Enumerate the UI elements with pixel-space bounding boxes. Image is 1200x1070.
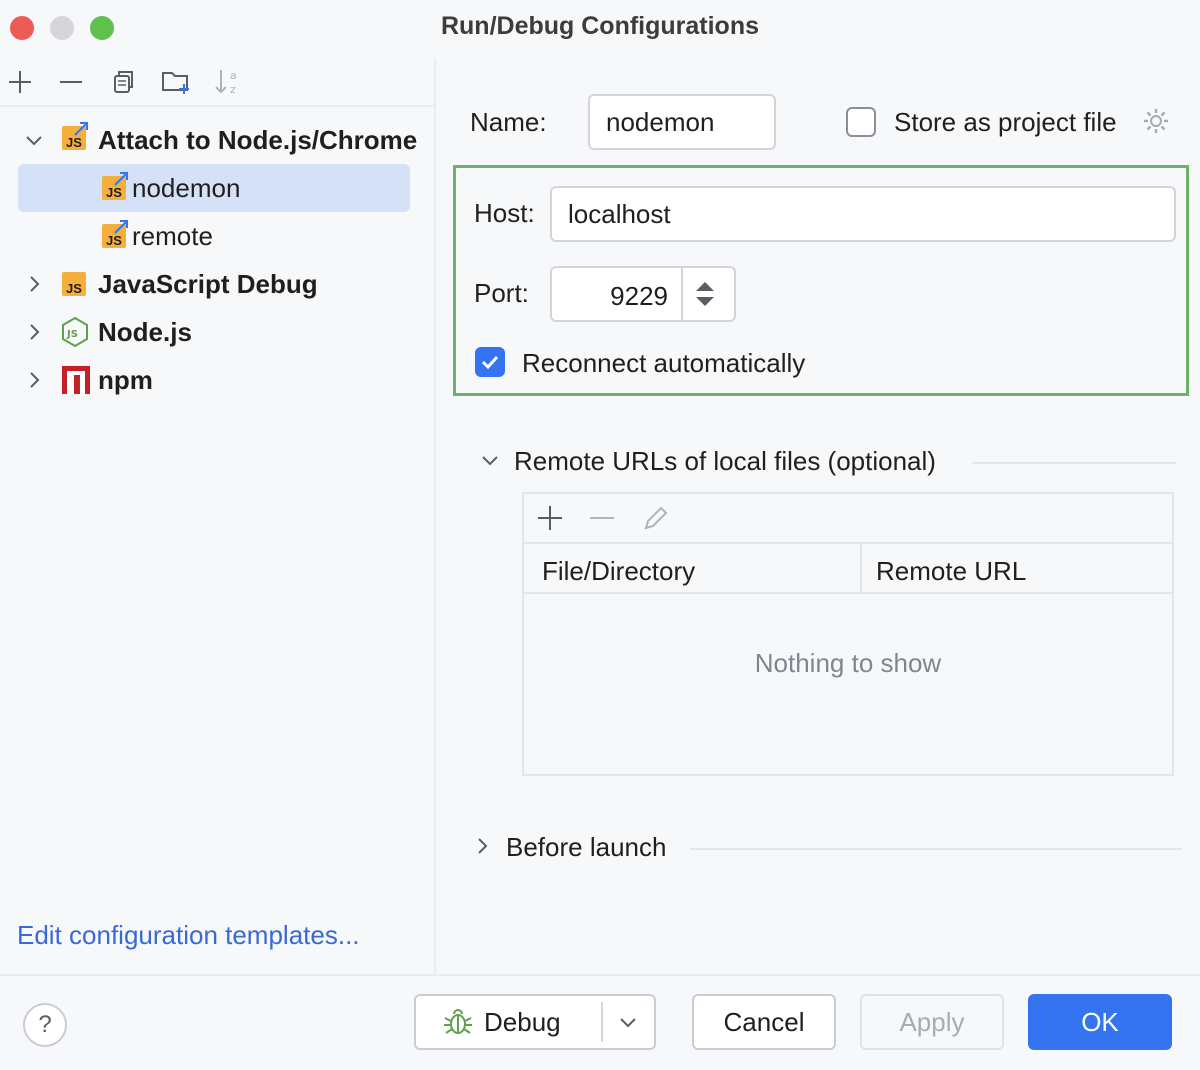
store-label: Store as project file bbox=[894, 107, 1117, 137]
copy-icon[interactable] bbox=[108, 66, 140, 98]
svg-text:JS: JS bbox=[66, 329, 78, 340]
stepper-arrows-icon[interactable] bbox=[692, 280, 718, 315]
chevron-right-icon[interactable] bbox=[22, 272, 46, 296]
tree-group-label: Node.js bbox=[98, 317, 192, 347]
section-separator bbox=[690, 848, 1182, 850]
tree-group-npm[interactable]: npm bbox=[18, 356, 410, 404]
nodejs-icon: JS bbox=[60, 316, 90, 353]
port-stepper[interactable]: 9229 bbox=[550, 266, 736, 322]
npm-icon bbox=[62, 366, 90, 399]
js-attach-icon: JS bbox=[62, 122, 88, 150]
svg-text:a: a bbox=[230, 69, 237, 82]
toolbar-divider bbox=[0, 105, 434, 107]
port-label: Port: bbox=[474, 278, 529, 308]
remove-icon[interactable] bbox=[586, 502, 618, 539]
before-launch-section-title[interactable]: Before launch bbox=[506, 832, 667, 862]
name-value: nodemon bbox=[606, 107, 715, 137]
tree-group-javascript-debug[interactable]: JS JavaScript Debug bbox=[18, 260, 410, 308]
tree-group-label: Attach to Node.js/Chrome bbox=[98, 125, 418, 155]
tree-group-label: npm bbox=[98, 365, 153, 395]
title-bar: Run/Debug Configurations bbox=[0, 0, 1200, 58]
edit-icon[interactable] bbox=[640, 502, 672, 539]
chevron-right-icon[interactable] bbox=[470, 834, 494, 863]
section-separator bbox=[972, 462, 1176, 464]
close-window-button[interactable] bbox=[10, 16, 34, 40]
name-field[interactable]: nodemon bbox=[588, 94, 776, 150]
chevron-down-icon[interactable] bbox=[616, 1010, 640, 1041]
window-title: Run/Debug Configurations bbox=[440, 12, 760, 40]
store-as-project-file-checkbox[interactable] bbox=[846, 107, 876, 137]
column-header-remote-url[interactable]: Remote URL bbox=[876, 556, 1027, 586]
apply-button[interactable]: Apply bbox=[860, 994, 1004, 1050]
add-icon[interactable] bbox=[534, 502, 566, 539]
minimize-window-button[interactable] bbox=[50, 16, 74, 40]
configuration-tree: JS Attach to Node.js/Chrome JS nodemon J… bbox=[0, 116, 434, 406]
js-icon: JS bbox=[62, 272, 86, 296]
help-button[interactable]: ? bbox=[23, 1003, 67, 1047]
empty-state-text: Nothing to show bbox=[754, 648, 942, 678]
tree-item-remote[interactable]: JS remote bbox=[18, 212, 410, 260]
stepper-divider bbox=[681, 268, 683, 320]
host-field[interactable]: localhost bbox=[550, 186, 1176, 242]
chevron-down-icon[interactable] bbox=[22, 128, 46, 152]
add-icon[interactable] bbox=[4, 66, 36, 98]
tree-item-label: nodemon bbox=[132, 173, 241, 203]
remove-icon[interactable] bbox=[55, 66, 87, 98]
remote-urls-section-title[interactable]: Remote URLs of local files (optional) bbox=[514, 446, 936, 476]
host-value: localhost bbox=[568, 199, 671, 229]
chevron-right-icon[interactable] bbox=[22, 320, 46, 344]
tree-group-label: JavaScript Debug bbox=[98, 269, 318, 299]
port-value: 9229 bbox=[610, 281, 668, 311]
table-toolbar-divider bbox=[524, 542, 1172, 544]
panel-divider bbox=[434, 58, 436, 974]
gear-icon[interactable] bbox=[1141, 106, 1171, 141]
column-divider bbox=[860, 544, 862, 592]
ok-button[interactable]: OK bbox=[1028, 994, 1172, 1050]
tree-item-nodemon[interactable]: JS nodemon bbox=[18, 164, 410, 212]
debug-button-label: Debug bbox=[484, 1006, 561, 1037]
connection-settings-highlight bbox=[453, 165, 1189, 396]
split-divider bbox=[601, 1002, 603, 1042]
js-attach-icon: JS bbox=[102, 220, 128, 248]
chevron-down-icon[interactable] bbox=[478, 448, 502, 477]
svg-text:z: z bbox=[230, 83, 236, 96]
zoom-window-button[interactable] bbox=[90, 16, 114, 40]
new-folder-icon[interactable] bbox=[160, 66, 192, 98]
reconnect-checkbox[interactable] bbox=[475, 347, 505, 377]
name-label: Name: bbox=[470, 107, 547, 137]
chevron-right-icon[interactable] bbox=[22, 368, 46, 392]
table-header-divider bbox=[524, 592, 1172, 594]
remote-urls-table: File/Directory Remote URL Nothing to sho… bbox=[522, 492, 1174, 776]
js-attach-icon: JS bbox=[102, 172, 128, 200]
cancel-button[interactable]: Cancel bbox=[692, 994, 836, 1050]
reconnect-label: Reconnect automatically bbox=[522, 348, 806, 378]
edit-templates-link[interactable]: Edit configuration templates... bbox=[17, 920, 360, 950]
tree-item-label: remote bbox=[132, 221, 213, 251]
tree-group-nodejs[interactable]: JS Node.js bbox=[18, 308, 410, 356]
column-header-file-directory[interactable]: File/Directory bbox=[542, 556, 696, 586]
tree-group-attach-node[interactable]: JS Attach to Node.js/Chrome bbox=[18, 116, 417, 164]
host-label: Host: bbox=[474, 198, 535, 228]
footer-divider bbox=[0, 974, 1200, 976]
help-icon: ? bbox=[38, 1011, 52, 1038]
debug-button[interactable]: Debug bbox=[414, 994, 656, 1050]
bug-icon bbox=[442, 1007, 474, 1037]
